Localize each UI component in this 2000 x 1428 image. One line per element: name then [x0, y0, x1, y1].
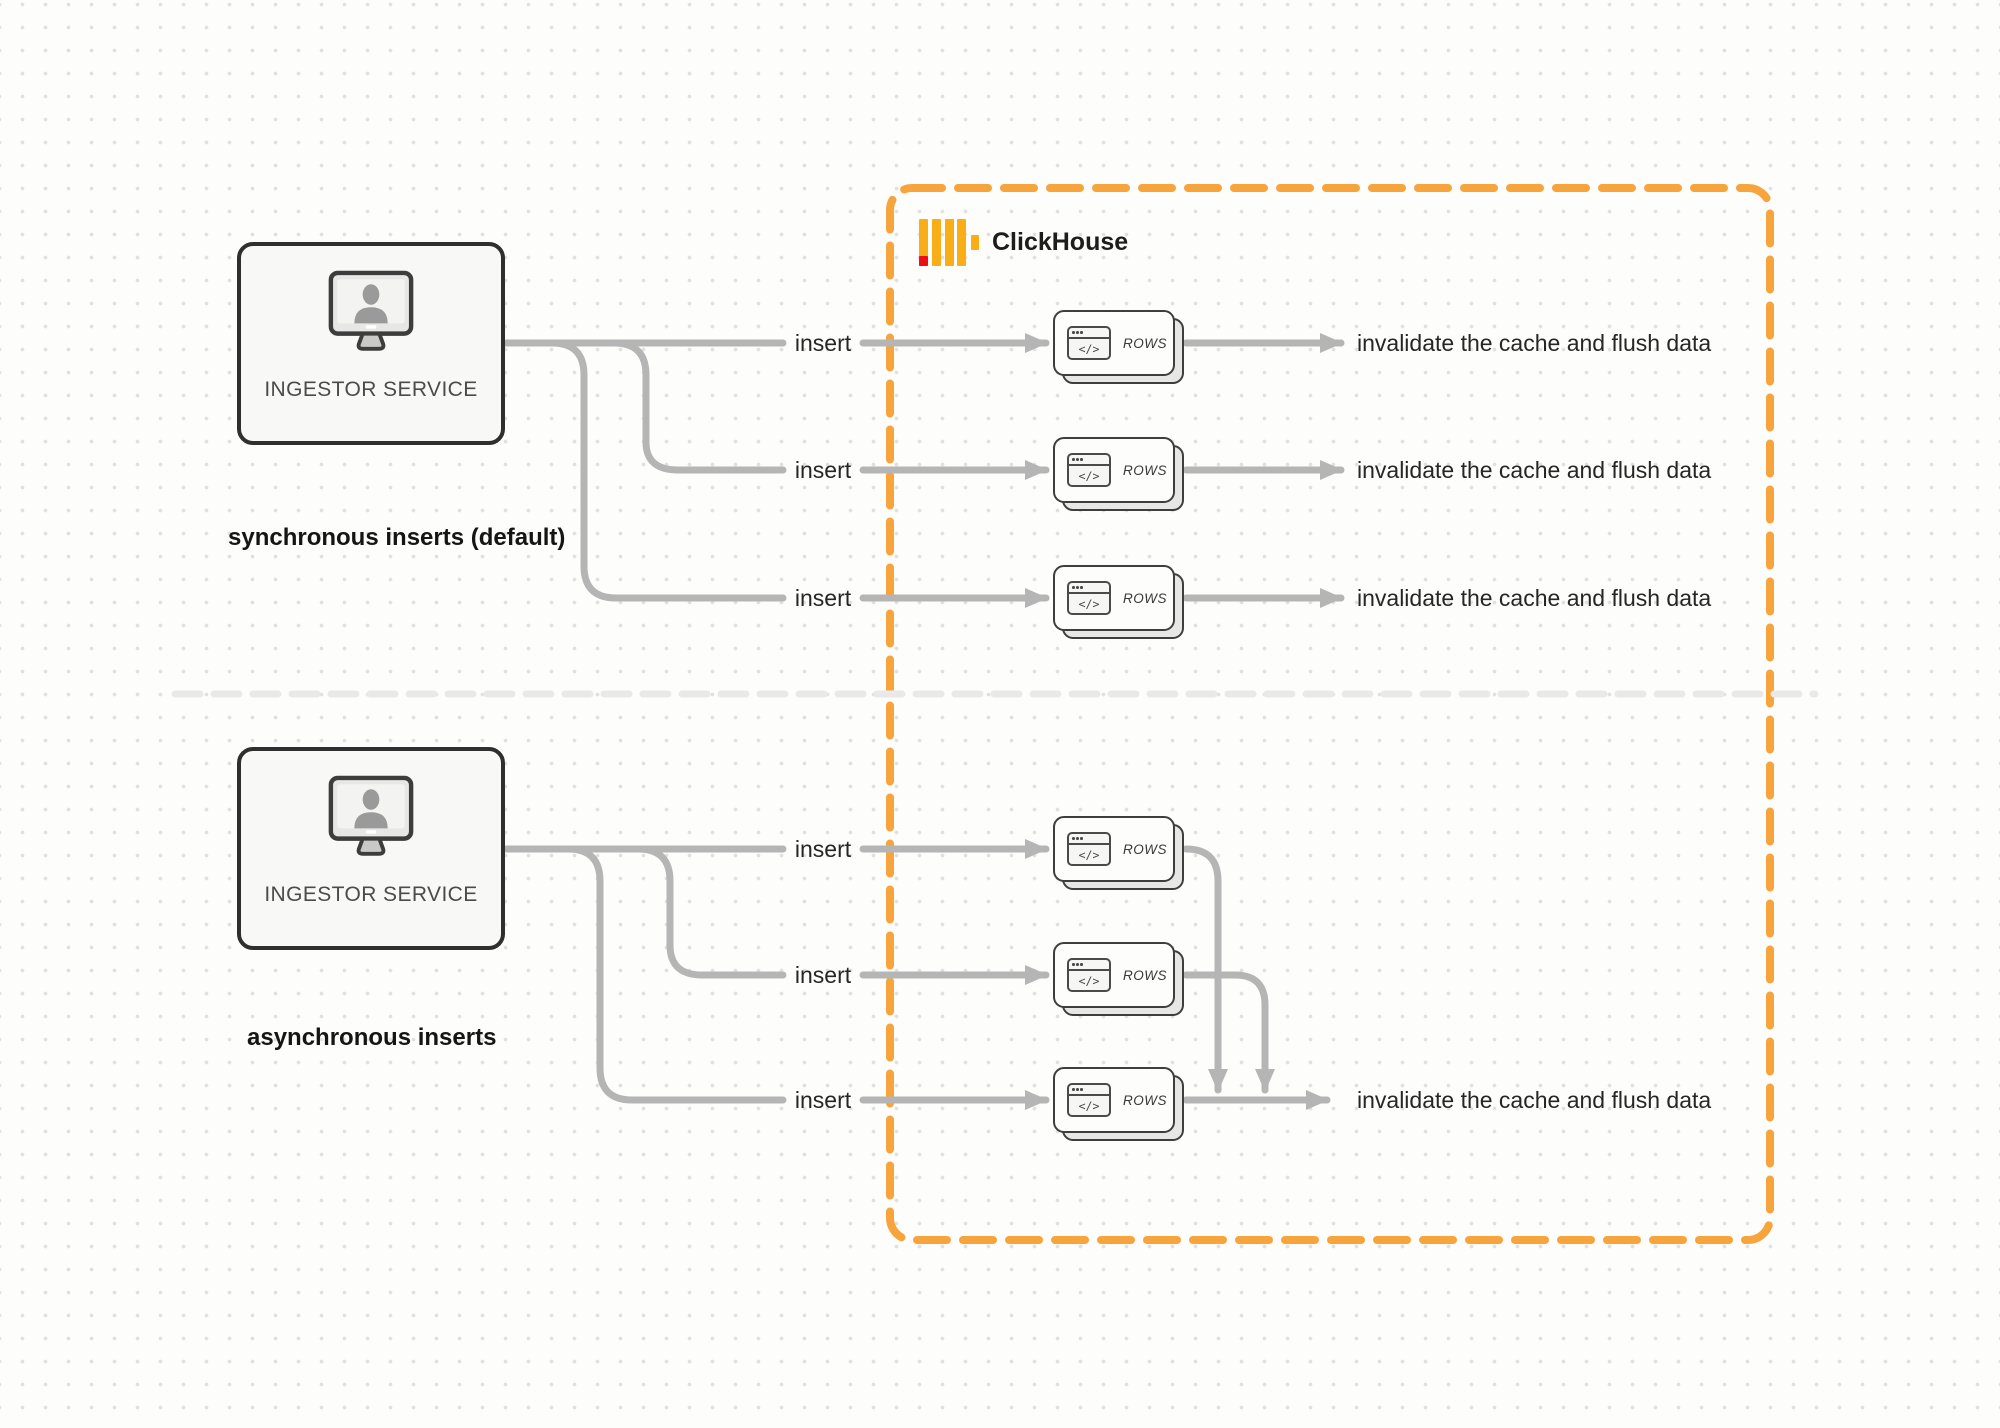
window-titlebar: [1069, 1085, 1109, 1096]
rows-table-card: </> ROWS: [1053, 942, 1184, 1016]
code-glyph: </>: [1078, 341, 1100, 356]
code-glyph: </>: [1078, 596, 1100, 611]
card-face: </> ROWS: [1053, 310, 1175, 376]
code-window-icon: </>: [1067, 832, 1111, 866]
window-titlebar: [1069, 455, 1109, 466]
rows-table-card: </> ROWS: [1053, 816, 1184, 890]
logo-red-pixel: [919, 256, 928, 266]
rows-label: ROWS: [1123, 590, 1167, 606]
ingestor-service-label: INGESTOR SERVICE: [264, 378, 478, 401]
rows-label: ROWS: [1123, 1092, 1167, 1108]
ingestor-service-label: INGESTOR SERVICE: [264, 883, 478, 906]
clickhouse-wordmark: ClickHouse: [992, 228, 1129, 256]
insert-label: insert: [794, 836, 852, 862]
logo-bar: [931, 219, 941, 266]
rows-label: ROWS: [1123, 462, 1167, 478]
logo-bar: [944, 219, 954, 266]
code-window-icon: </>: [1067, 1083, 1111, 1117]
sync-section-label: synchronous inserts (default): [228, 524, 566, 551]
insert-label: insert: [794, 457, 852, 483]
rows-table-card: </> ROWS: [1053, 565, 1184, 639]
rows-label: ROWS: [1123, 967, 1167, 983]
result-label: invalidate the cache and flush data: [1357, 457, 1712, 483]
ingestor-service-box-async: INGESTOR SERVICE: [237, 747, 505, 950]
rows-label: ROWS: [1123, 841, 1167, 857]
async-section-label: asynchronous inserts: [247, 1024, 497, 1051]
code-glyph: </>: [1078, 847, 1100, 862]
logo-bar: [957, 219, 967, 266]
async-merge-arrow-2: [1182, 971, 1275, 1094]
insert-label: insert: [794, 330, 852, 356]
sync-fanout-line-3: [501, 339, 787, 602]
card-face: </> ROWS: [1053, 437, 1175, 503]
monitor-user-icon: [328, 270, 414, 351]
rows-label: ROWS: [1123, 335, 1167, 351]
code-glyph: </>: [1078, 1098, 1100, 1113]
code-window-icon: </>: [1067, 581, 1111, 615]
result-label: invalidate the cache and flush data: [1357, 330, 1712, 356]
insert-label: insert: [794, 962, 852, 988]
window-titlebar: [1069, 583, 1109, 594]
sync-fanout-line-2: [610, 339, 787, 474]
insert-label: insert: [794, 585, 852, 611]
result-label: invalidate the cache and flush data: [1357, 1087, 1712, 1113]
monitor-user-icon: [328, 775, 414, 856]
rows-table-card: </> ROWS: [1053, 1067, 1184, 1141]
async-merge-arrow-1: [1182, 845, 1228, 1094]
clickhouse-bars-logo-icon: [919, 219, 981, 266]
code-window-icon: </>: [1067, 326, 1111, 360]
window-titlebar: [1069, 960, 1109, 971]
rows-table-card: </> ROWS: [1053, 310, 1184, 384]
ingestor-service-box-sync: INGESTOR SERVICE: [237, 242, 505, 445]
logo-bar-short: [970, 235, 979, 250]
code-glyph: </>: [1078, 468, 1100, 483]
window-titlebar: [1069, 834, 1109, 845]
card-face: </> ROWS: [1053, 565, 1175, 631]
code-window-icon: </>: [1067, 453, 1111, 487]
code-window-icon: </>: [1067, 958, 1111, 992]
window-titlebar: [1069, 328, 1109, 339]
async-fanout-line-2: [634, 845, 787, 979]
insert-label: insert: [794, 1087, 852, 1113]
card-face: </> ROWS: [1053, 942, 1175, 1008]
card-face: </> ROWS: [1053, 1067, 1175, 1133]
result-label: invalidate the cache and flush data: [1357, 585, 1712, 611]
code-glyph: </>: [1078, 973, 1100, 988]
logo-bar: [919, 219, 928, 266]
rows-table-card: </> ROWS: [1053, 437, 1184, 511]
card-face: </> ROWS: [1053, 816, 1175, 882]
async-fanout-line-3: [503, 845, 787, 1104]
